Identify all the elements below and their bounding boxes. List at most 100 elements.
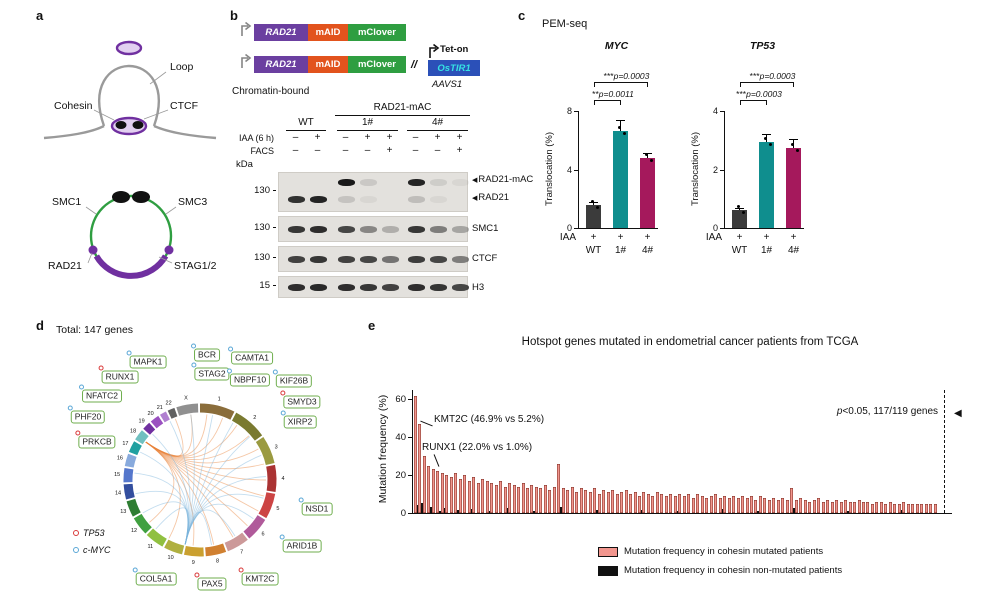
y-axis [724,111,725,228]
chromosome-segment-20 [150,415,164,429]
kda-marker: 15 [259,280,270,291]
band-label-rad21-mac: ◀RAD21-mAC [472,174,534,185]
mutated-frequency-bar [902,501,906,513]
protein-band [408,284,425,291]
translocation-chord [145,441,259,464]
smc1-label: SMC1 [52,196,81,208]
protein-band [360,196,377,203]
mutated-frequency-bar [615,494,619,513]
group-underline [407,130,468,131]
y-tick [720,111,724,112]
mutated-frequency-bar [853,501,857,513]
lane-group-wt: WT [298,117,314,128]
mutated-frequency-bar [803,499,807,513]
panel-e-label: e [368,318,376,333]
facs-sign: – [292,145,299,156]
kda-marker: 130 [254,252,270,263]
translocation-chord [184,454,262,545]
mutated-frequency-bar [682,495,686,513]
chromosome-segment-7 [224,532,248,552]
ctcf-label: CTCF [170,100,198,112]
mutated-frequency-bar [888,501,892,513]
gene-label-runx1: RUNX1 [98,365,139,384]
protein-band [288,226,305,233]
significance-bracket [739,82,794,87]
chromosome-segment-8 [205,543,227,557]
protein-band [452,256,469,263]
mutated-frequency-bar [790,488,794,513]
chromosome-number: 11 [148,544,154,550]
mutated-frequency-bar [817,497,821,513]
error-cap [789,138,798,140]
significance-bracket [593,100,621,105]
kda-tick [273,190,276,191]
y-tick [720,228,724,229]
iaa-sign: + [434,132,441,143]
mutated-frequency-bar [494,484,498,513]
sig-stars: ** [592,89,599,99]
chart-title: Hotspot genes mutated in endometrial can… [521,336,859,348]
data-point [737,204,740,208]
legend-cohesin-non-mutated: Mutation frequency in cohesin non-mutate… [598,565,842,576]
non-mutated-frequency-bar [793,508,795,513]
mutated-frequency-bar [893,503,897,513]
chromatin-strand [43,124,105,140]
tp53-marker-icon [194,572,200,578]
mutated-frequency-bar [920,503,924,513]
gene-label-kif26b: KIF26B [272,369,313,388]
protein-band [360,256,377,263]
data-point [618,126,621,130]
error-cap [616,119,625,121]
non-mutated-frequency-bar [443,508,446,513]
gene-label-xirp2: XIRP2 [280,410,317,429]
chromosome-number: 6 [261,532,264,538]
rad21-gene-box: RAD21 [254,56,308,73]
data-point [769,142,772,146]
sig-stars: *** [749,71,760,81]
error-bar [620,119,621,144]
mutated-frequency-bar [767,499,771,513]
translocation-chord [135,490,189,545]
rad21-label: RAD21 [48,260,82,272]
translocation-chord [145,417,224,457]
mutated-frequency-bar [781,497,785,513]
translocation-chord [184,503,254,545]
iaa-sign: + [617,232,624,243]
y-axis [578,111,579,228]
protein-band [360,179,377,186]
y-tick [574,228,578,229]
translocation-chord [145,441,195,546]
iaa-sign: + [456,132,463,143]
translocation-chord [169,420,191,545]
y-tick-label: 4 [566,164,572,175]
chromosome-segment-11 [146,528,167,547]
myc-marker-icon [226,368,232,374]
mutated-frequency-bar [512,484,516,513]
mutated-frequency-bar [714,494,718,513]
tp53-marker-icon [238,567,244,573]
y-tick-label: 40 [395,432,406,444]
group-underline [286,130,326,131]
ctcf-dot-icon [115,121,127,129]
cohesin-label: Cohesin [54,100,93,112]
maid-tag-box: mAID [308,56,348,73]
mutated-frequency-bar [463,475,467,513]
y-tick-label: 0 [400,508,406,519]
mclover-tag-box: mClover [348,24,406,41]
myc-marker-icon [280,410,286,416]
protein-band [310,256,327,263]
protein-band [310,196,327,203]
kda-marker: 130 [254,222,270,233]
arrow-left-icon: ◀ [472,195,478,202]
tet-on-promoter-arrow-icon [429,43,440,58]
data-point [796,148,799,152]
smc-head-icon [132,191,150,203]
tp53-marker-icon [98,365,104,371]
myc-marker-icon [272,369,278,375]
mutated-frequency-bar [745,497,749,513]
